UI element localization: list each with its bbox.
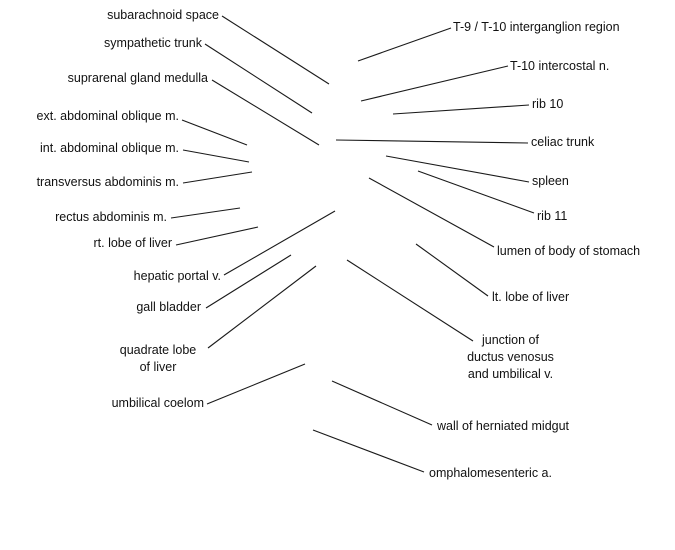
label-quadrate-lobe-of-liver: quadrate lobe of liver <box>119 343 197 374</box>
leader-rib-11 <box>417 170 535 214</box>
label-t10-intercostal-n: T-10 intercostal n. <box>510 59 610 73</box>
label-suprarenal-gland-medulla: suprarenal gland medulla <box>67 71 208 85</box>
leader-ext-abdominal-oblique <box>181 119 248 146</box>
leader-rt-lobe-of-liver <box>175 226 259 246</box>
label-sympathetic-trunk: sympathetic trunk <box>104 36 202 50</box>
label-rt-lobe-of-liver: rt. lobe of liver <box>93 236 172 250</box>
label-junction-of-ductus-venosus: junction of ductus venosus and umbilical… <box>467 333 554 381</box>
label-hepatic-portal-v: hepatic portal v. <box>133 269 221 283</box>
leader-ductus-venosus-junction <box>346 259 474 342</box>
leader-umbilical-coelom <box>206 363 306 405</box>
label-ext-abdominal-oblique: ext. abdominal oblique m. <box>36 109 179 123</box>
leader-sympathetic-trunk <box>204 43 313 114</box>
leader-subarachnoid-space <box>221 15 330 85</box>
label-wall-of-herniated-midgut: wall of herniated midgut <box>437 419 570 433</box>
leader-quadrate-lobe <box>207 265 317 349</box>
label-spleen: spleen <box>532 174 569 188</box>
leader-int-abdominal-oblique <box>182 149 250 163</box>
leader-rib-10 <box>392 104 530 115</box>
label-umbilical-coelom: umbilical coelom <box>111 396 204 410</box>
label-omphalomesenteric-a: omphalomesenteric a. <box>429 466 552 480</box>
label-celiac-trunk: celiac trunk <box>531 135 595 149</box>
label-rectus-abdominis: rectus abdominis m. <box>55 210 167 224</box>
label-t9-t10-interganglion-region: T-9 / T-10 interganglion region <box>453 20 620 34</box>
leader-t10-intercostal <box>360 65 509 102</box>
leader-omphalomesenteric <box>312 429 425 473</box>
label-lumen-of-body-of-stomach: lumen of body of stomach <box>497 244 641 258</box>
leader-t9-t10-interganglion <box>357 27 452 62</box>
label-lt-lobe-of-liver: lt. lobe of liver <box>492 290 570 304</box>
leader-herniated-midgut <box>331 380 433 426</box>
leader-lt-lobe-of-liver <box>415 243 489 297</box>
leader-transversus-abdominis <box>182 171 253 184</box>
label-gall-bladder: gall bladder <box>136 300 201 314</box>
label-rib-10: rib 10 <box>532 97 564 111</box>
leader-spleen <box>385 155 530 183</box>
leader-suprarenal-gland-medulla <box>211 79 320 146</box>
leader-gall-bladder <box>205 254 292 309</box>
label-transversus-abdominis: transversus abdominis m. <box>36 175 179 189</box>
leader-rectus-abdominis <box>170 207 241 219</box>
label-subarachnoid-space: subarachnoid space <box>107 8 219 22</box>
leader-celiac-trunk <box>335 139 529 144</box>
label-rib-11: rib 11 <box>537 209 568 223</box>
leader-lumen-of-stomach <box>368 177 495 248</box>
label-int-abdominal-oblique: int. abdominal oblique m. <box>40 141 179 155</box>
leader-hepatic-portal-v <box>223 210 336 276</box>
